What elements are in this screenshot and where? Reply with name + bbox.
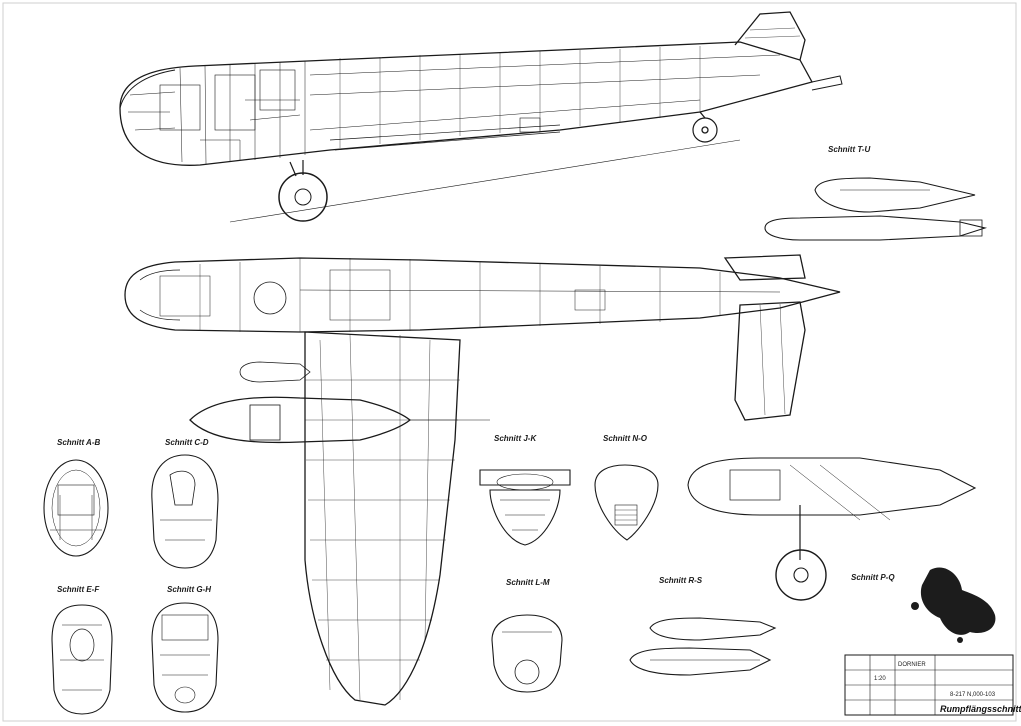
section-label-p-q: Schnitt P-Q — [851, 573, 895, 582]
section-label-g-h: Schnitt G-H — [167, 585, 211, 594]
section-e-f-drawing — [51, 604, 113, 715]
title-block — [844, 654, 1014, 716]
section-a-b-drawing — [43, 459, 109, 557]
plan-view — [124, 254, 841, 706]
section-label-n-o: Schnitt N-O — [603, 434, 648, 443]
section-n-o-drawing — [594, 464, 659, 541]
title-block-scale: 1:20 — [874, 676, 886, 682]
section-label-r-s: Schnitt R-S — [659, 576, 703, 585]
section-j-k-drawing — [479, 469, 571, 546]
section-label-e-f: Schnitt E-F — [57, 585, 100, 594]
side-view-fuselage — [119, 11, 843, 223]
title-block-drawing-number: 8-217 N,000-103 — [950, 692, 996, 698]
section-c-d-drawing — [151, 454, 219, 569]
section-t-u-drawing — [764, 177, 988, 241]
section-label-c-d: Schnitt C-D — [165, 438, 209, 447]
section-label-a-b: Schnitt A-B — [57, 438, 100, 447]
section-l-m-drawing — [491, 614, 563, 693]
title-block-drawing-title: Rumpflängsschnitt — [940, 704, 1021, 714]
section-label-t-u: Schnitt T-U — [828, 145, 870, 154]
section-g-h-drawing — [151, 602, 219, 713]
section-label-j-k: Schnitt J-K — [494, 434, 537, 443]
section-p-q-drawing — [687, 457, 977, 601]
section-r-s-drawing — [629, 617, 777, 676]
section-label-l-m: Schnitt L-M — [506, 578, 550, 587]
ink-stain — [920, 567, 996, 635]
title-block-company: DORNIER — [898, 662, 926, 668]
